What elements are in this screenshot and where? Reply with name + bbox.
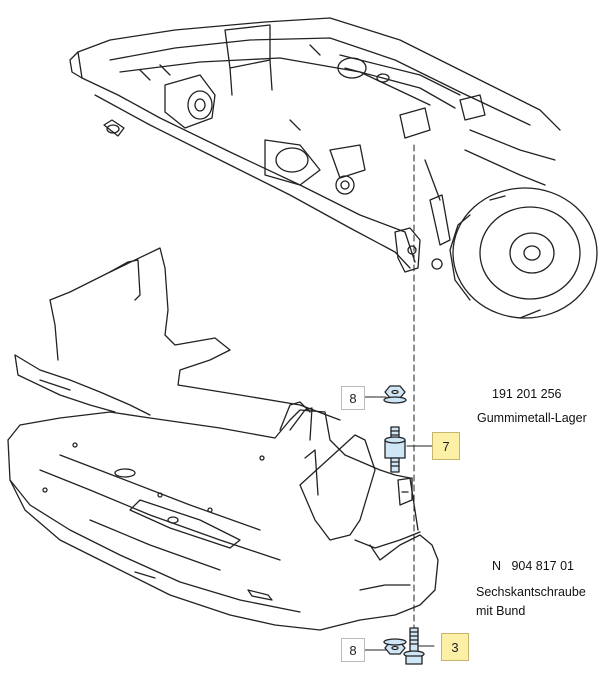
callout-7: 7 xyxy=(432,432,460,460)
chassis-frame xyxy=(69,17,561,273)
hex-nut-bottom xyxy=(383,638,407,655)
part-name-schraube-line2: mit Bund xyxy=(476,604,526,618)
callout-8-bottom: 8 xyxy=(341,638,365,662)
part-name-lager: Gummimetall-Lager xyxy=(477,411,587,425)
part-number-schraube: N 904 817 01 xyxy=(492,559,575,573)
part-name-schraube-line1: Sechskantschraube xyxy=(476,585,586,599)
hex-nut-top xyxy=(383,385,407,404)
part-number-lager: 191 201 256 xyxy=(492,387,562,401)
hex-flange-bolt xyxy=(403,627,425,665)
wheel-tire xyxy=(449,187,598,319)
callout-8-top-label: 8 xyxy=(349,390,357,406)
callout-3-label: 3 xyxy=(451,639,459,655)
callout-7-label: 7 xyxy=(442,438,450,454)
callout-8-top: 8 xyxy=(341,386,365,410)
callout-8-bottom-label: 8 xyxy=(349,642,357,658)
skid-plate xyxy=(7,247,439,631)
leader-lines xyxy=(363,396,435,651)
rubber-metal-bearing xyxy=(384,426,406,473)
callout-3: 3 xyxy=(441,633,469,661)
